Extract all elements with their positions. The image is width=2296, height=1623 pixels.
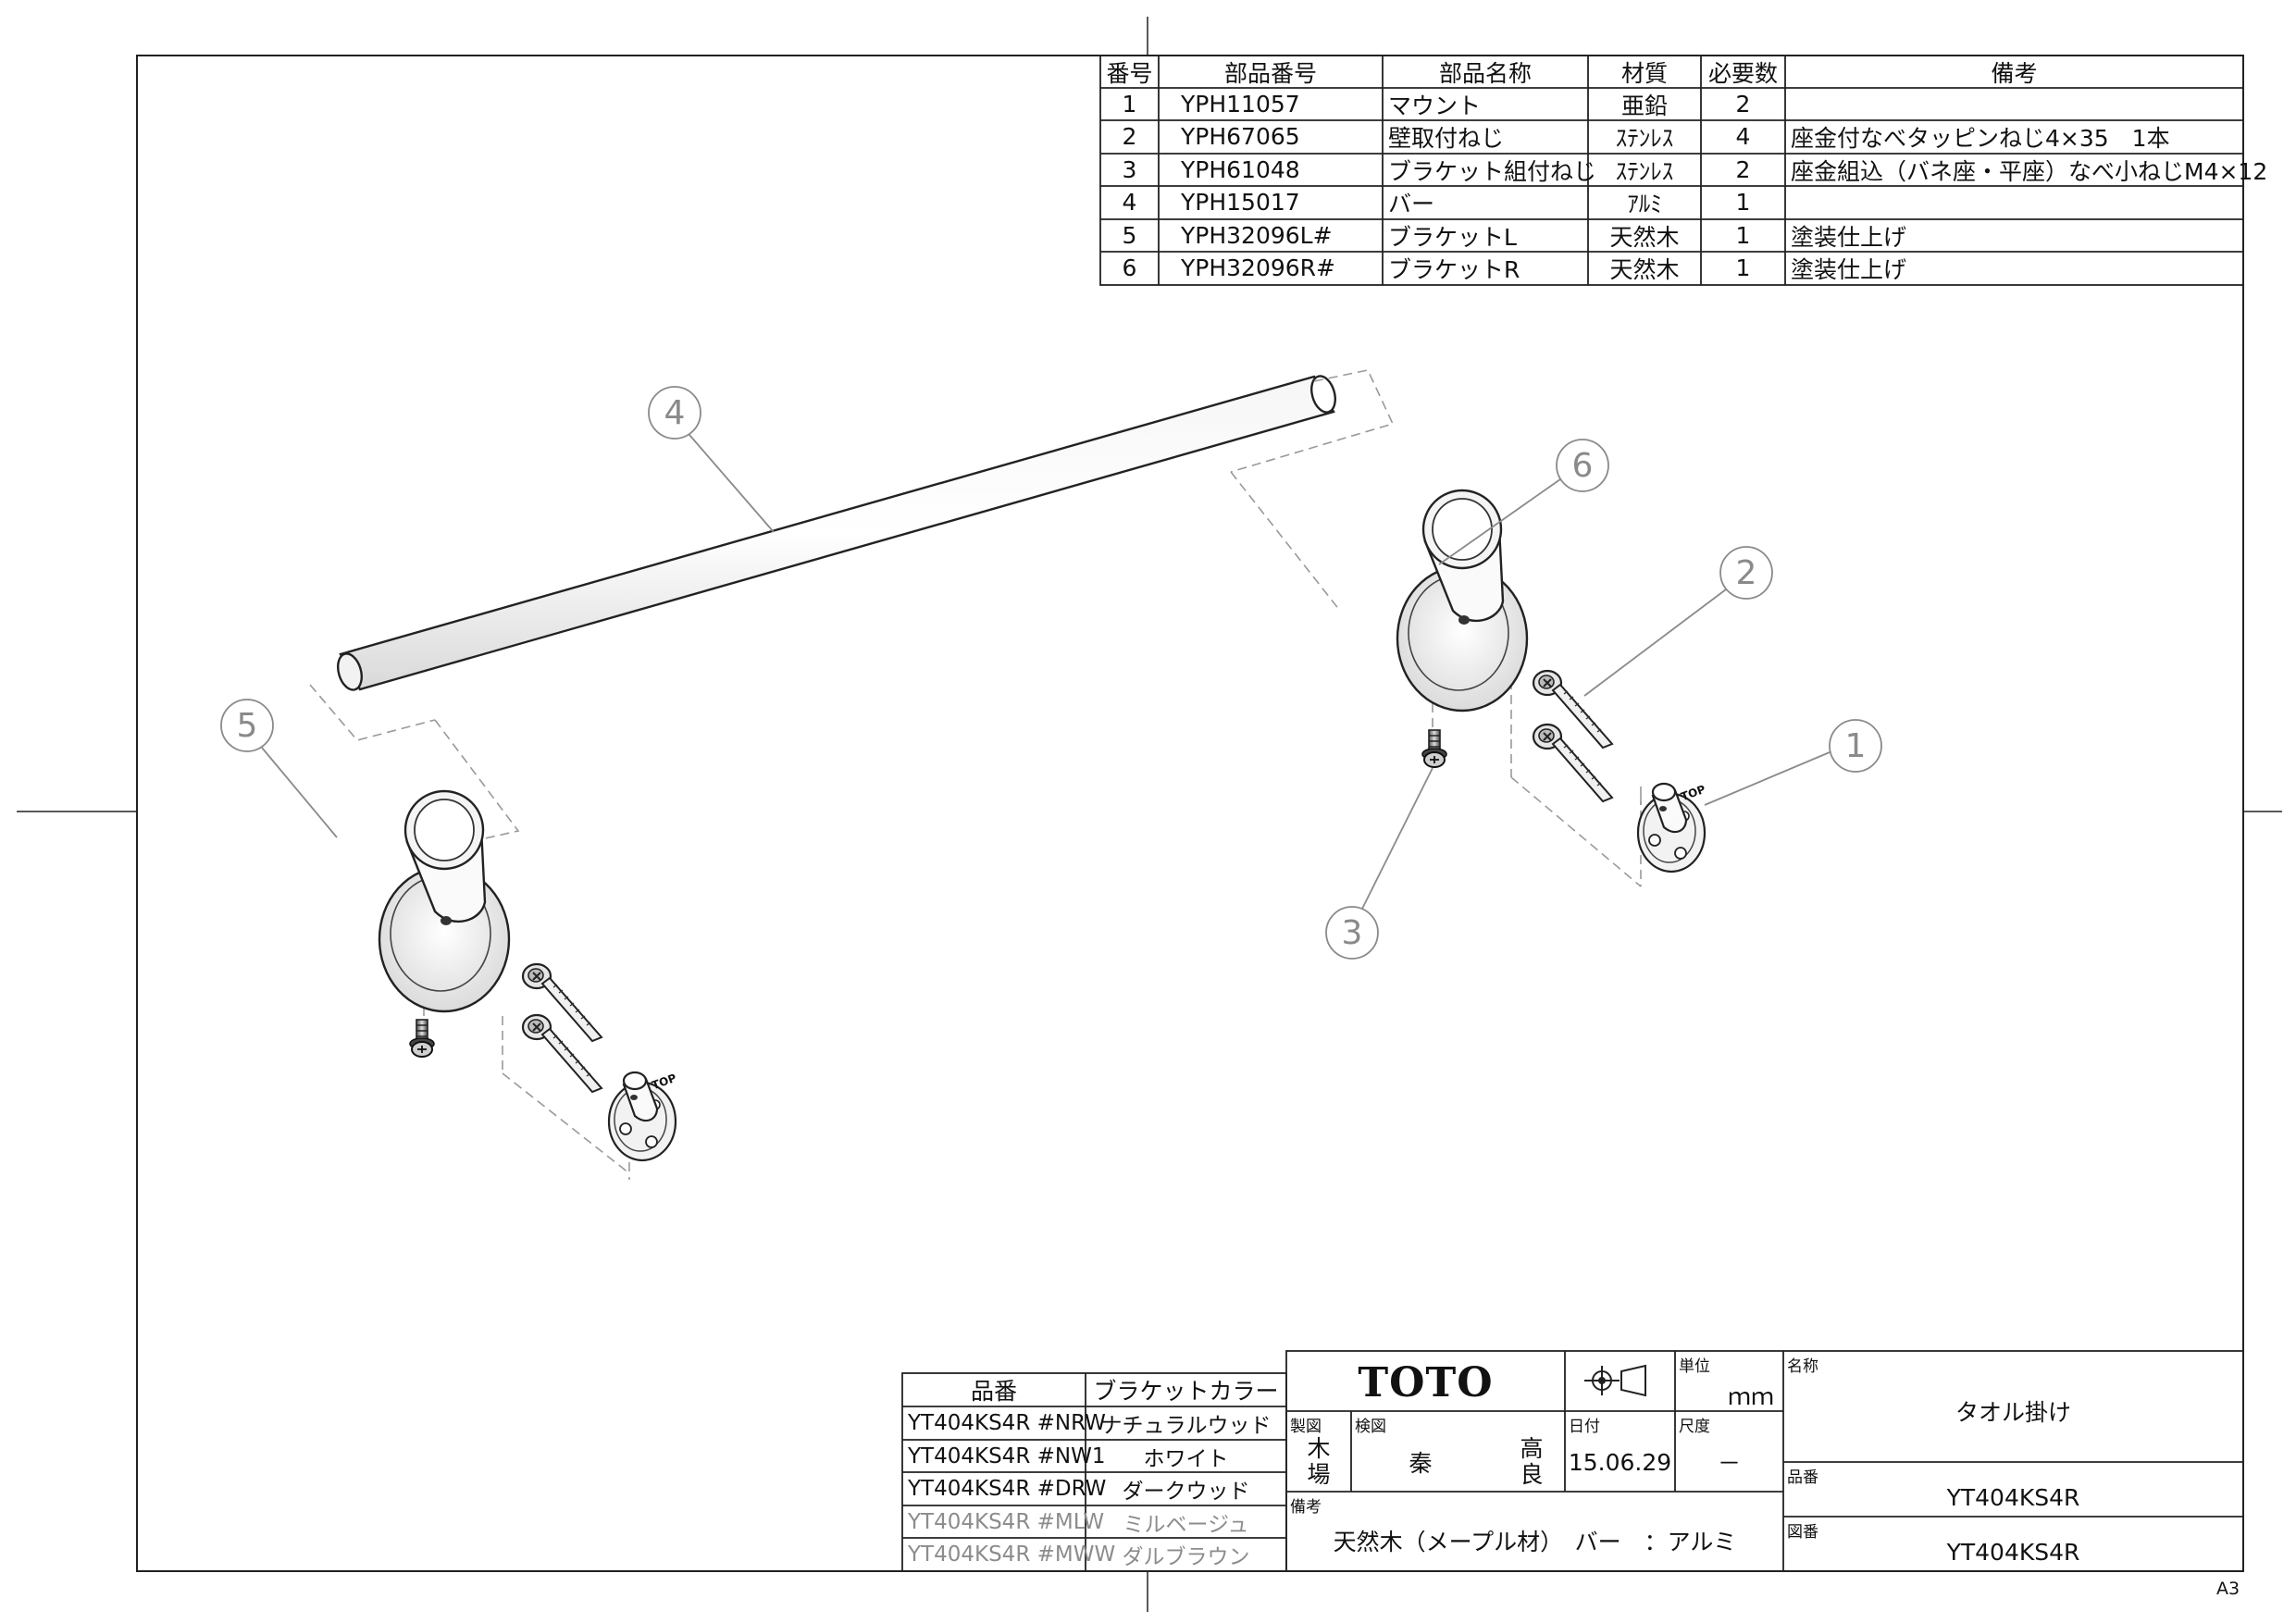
product-no-label: 品番 [1787,1468,1818,1487]
parts-row-1-number: 1 [1122,91,1137,118]
scale-value: － [1717,1450,1741,1477]
parts-row-1-remarks [1785,88,2241,120]
product-no: YT404KS4R [1946,1484,2080,1511]
parts-row-4-part-name: バー [1388,190,1435,217]
parts-row-2-material: ｽﾃﾝﾚｽ [1615,124,1674,152]
parts-header-number: 番号 [1106,59,1153,87]
parts-row-2-part-no: YPH67065 [1181,123,1300,150]
parts-header-remarks: 備考 [1991,59,2038,87]
parts-row-3-number: 3 [1122,156,1137,183]
parts-header-part-no: 部品番号 [1223,59,1317,87]
sheet-size-label: A3 [2216,1579,2240,1599]
parts-row-3-remarks: 座金組込（バネ座・平座）なべ小ねじM4×12 [1791,157,2268,185]
parts-row-4-quantity: 1 [1735,189,1751,216]
variant-row-5-color: ダルブラウン [1122,1544,1250,1569]
sheet-center-marks [17,17,2282,1612]
parts-row-5-quantity: 1 [1735,222,1751,249]
variant-row-2-color: ホワイト [1143,1446,1229,1471]
parts-table-grid [1099,55,2244,286]
callout-leaders [220,386,1882,960]
drawing-no-label: 図番 [1787,1523,1818,1542]
callout-1: 1 [1844,726,1867,765]
variant-row-3-code: YT404KS4R #DRW [908,1476,1107,1501]
drafting-label: 製図 [1290,1418,1322,1436]
parts-row-2-number: 2 [1122,123,1137,150]
part-6-bracket-r [1396,489,1529,712]
parts-row-3-part-no: YPH61048 [1181,156,1300,183]
parts-row-1-quantity: 2 [1735,91,1751,118]
title-block-grid [1285,1350,2244,1572]
parts-row-3-quantity: 2 [1735,156,1751,183]
parts-header-part-name: 部品名称 [1438,59,1532,87]
parts-row-6-remarks: 塗装仕上げ [1791,255,1907,283]
callout-6: 6 [1571,446,1594,485]
date-value: 15.06.29 [1568,1448,1672,1476]
check-label: 検図 [1355,1418,1386,1436]
toto-logo: TOTO [1358,1358,1494,1406]
variant-header-color: ブラケットカラー [1093,1378,1279,1405]
variant-row-5-code: YT404KS4R #MWW [908,1542,1116,1567]
parts-row-5-material: 天然木 [1609,223,1680,251]
variant-row-2-code: YT404KS4R #NW1 [908,1443,1106,1468]
parts-row-6-part-no: YPH32096R# [1181,254,1335,281]
part-2-screws-left [521,962,603,1094]
callout-2: 2 [1735,553,1757,592]
callout-3: 3 [1341,913,1363,952]
name-label: 名称 [1787,1357,1818,1376]
parts-row-4-number: 4 [1122,189,1137,216]
drawing-no: YT404KS4R [1946,1538,2080,1566]
variant-row-3-color: ダークウッド [1122,1479,1250,1504]
drafter-name: 木 場 [1286,1434,1351,1490]
variant-row-1-code: YT404KS4R #NRW [908,1410,1106,1435]
parts-row-2-remarks: 座金付なべタッピンねじ4×35 1本 [1791,124,2170,152]
checker-name: 秦 [1409,1450,1433,1477]
part-4-bar [337,375,1336,691]
variant-row-4-code: YT404KS4R #MLW [908,1509,1105,1534]
parts-row-1-part-no: YPH11057 [1181,91,1300,118]
parts-row-3-part-name: ブラケット組付ねじ [1388,157,1597,185]
part-3-screw-right [1421,729,1447,768]
parts-row-5-remarks: 塗装仕上げ [1791,223,1907,251]
approver-char-1: 高 [1520,1435,1544,1462]
drafter-char-2: 場 [1307,1461,1331,1488]
parts-row-4-remarks [1785,186,2241,218]
parts-row-2-quantity: 4 [1735,123,1751,150]
part-2-screws-right [1532,669,1614,803]
parts-header-material: 材質 [1620,59,1668,87]
scale-label: 尺度 [1679,1418,1710,1436]
parts-row-6-part-name: ブラケットR [1388,255,1520,283]
parts-row-6-number: 6 [1122,254,1137,281]
part-5-bracket-l [378,789,511,1013]
unit-value: ｍｍ [1727,1382,1774,1410]
parts-row-5-part-no: YPH32096L# [1181,222,1333,249]
parts-header-quantity: 必要数 [1707,59,1778,87]
parts-row-3-material: ｽﾃﾝﾚｽ [1615,157,1674,185]
variant-header-code: 品番 [970,1378,1017,1405]
parts-row-4-part-no: YPH15017 [1181,189,1300,216]
approver-name: 高 良 [1499,1434,1564,1490]
remarks-label: 備考 [1290,1498,1322,1517]
projection-symbol-icon [1584,1364,1646,1397]
parts-row-4-material: ｱﾙﾐ [1627,190,1662,217]
parts-row-1-part-name: マウント [1388,92,1482,119]
callout-4: 4 [664,393,686,432]
approver-char-2: 良 [1520,1461,1544,1488]
parts-row-6-material: 天然木 [1609,255,1680,283]
variant-row-1-color: ナチュラルウッド [1100,1413,1272,1438]
callout-5: 5 [236,706,258,745]
date-label: 日付 [1569,1418,1600,1436]
drafter-char-1: 木 [1307,1435,1331,1462]
remarks-value: 天然木（メープル材） バー ：アルミ [1333,1529,1737,1555]
variant-row-4-color: ミルベージュ [1123,1512,1249,1537]
parts-row-5-number: 5 [1122,222,1137,249]
parts-row-1-material: 亜鉛 [1620,92,1668,119]
parts-row-6-quantity: 1 [1735,254,1751,281]
unit-label: 単位 [1679,1357,1710,1376]
parts-row-2-part-name: 壁取付ねじ [1388,124,1505,152]
part-3-screw-left [409,1019,435,1058]
parts-row-5-part-name: ブラケットL [1388,223,1517,251]
product-name: タオル掛け [1955,1399,2071,1426]
